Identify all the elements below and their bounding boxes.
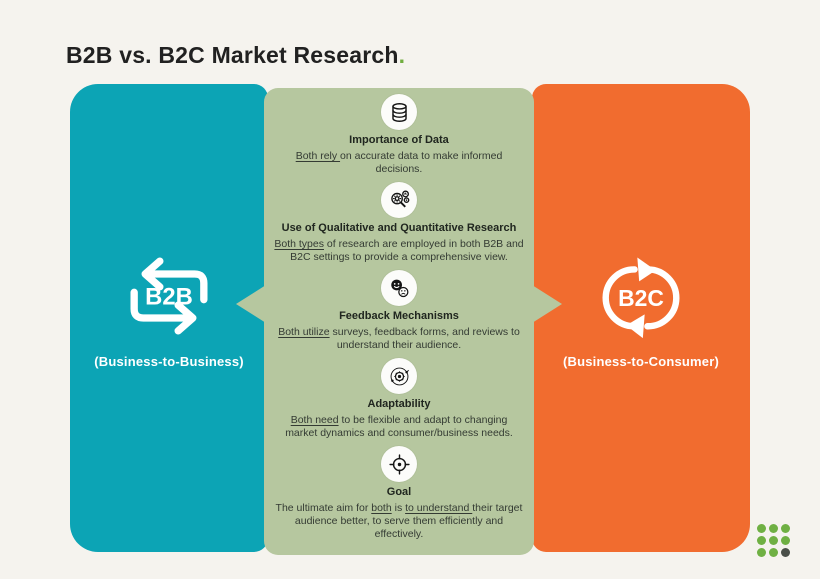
section-title: Feedback Mechanisms	[339, 310, 459, 322]
b2b-panel-content: B2B (Business-to-Business)	[70, 252, 268, 369]
right-arrow-point	[532, 285, 562, 323]
logo-dot	[757, 548, 766, 557]
section-importance-of-data: Importance of Data Both rely on accurate…	[274, 94, 524, 176]
section-adaptability: Adaptability Both need to be flexible an…	[274, 358, 524, 440]
icon-circle	[381, 182, 417, 218]
section-title: Adaptability	[367, 398, 431, 410]
section-body: Both rely on accurate data to make infor…	[274, 150, 524, 176]
feedback-faces-icon	[390, 279, 408, 297]
dots-grid-logo	[757, 524, 790, 557]
text-segment: Both utilize	[278, 326, 330, 338]
icon-circle	[381, 94, 417, 130]
logo-dot	[769, 548, 778, 557]
b2b-panel: B2B (Business-to-Business)	[70, 84, 268, 552]
adaptability-gear-orbit-icon	[390, 367, 409, 385]
section-goal: Goal The ultimate aim for both is to und…	[274, 446, 524, 541]
icon-circle	[381, 358, 417, 394]
b2c-panel: B2C (Business-to-Consumer)	[532, 84, 750, 552]
section-body: Both utilize surveys, feedback forms, an…	[274, 326, 524, 352]
section-title: Use of Qualitative and Quantitative Rese…	[281, 222, 517, 234]
logo-dot	[769, 536, 778, 545]
logo-dot	[769, 524, 778, 533]
b2c-panel-content: B2C (Business-to-Consumer)	[532, 252, 750, 369]
research-magnifier-gear-icon	[390, 190, 409, 208]
section-title: Importance of Data	[349, 134, 449, 146]
text-segment: to be flexible and adapt to changing mar…	[285, 414, 513, 439]
section-title: Goal	[386, 486, 412, 498]
text-segment: The ultimate aim for	[275, 502, 372, 514]
section-feedback-mechanisms: Feedback Mechanisms Both utilize surveys…	[274, 270, 524, 352]
logo-dot	[781, 524, 790, 533]
icon-circle	[381, 270, 417, 306]
text-segment: Both types	[274, 238, 324, 250]
text-segment: surveys, feedback forms, and reviews to …	[329, 326, 520, 351]
text-segment: on accurate data to make informed decisi…	[340, 150, 503, 175]
text-segment: of research are employed in both B2B and…	[290, 238, 524, 263]
page-title-period: .	[398, 42, 406, 68]
logo-dot	[757, 536, 766, 545]
database-icon	[391, 102, 407, 122]
page-title: B2B vs. B2C Market Research.	[66, 42, 405, 69]
left-arrow-point	[236, 285, 266, 323]
text-segment: Both rely	[295, 150, 341, 162]
section-body: The ultimate aim for both is to understa…	[274, 502, 524, 541]
b2c-circular-arrows-icon: B2C	[602, 257, 680, 339]
section-body: Both types of research are employed in b…	[274, 238, 524, 264]
logo-dot	[757, 524, 766, 533]
comparison-panel: Importance of Data Both rely on accurate…	[264, 88, 534, 555]
page-title-text: B2B vs. B2C Market Research	[66, 42, 399, 68]
b2c-label: (Business-to-Consumer)	[562, 354, 720, 369]
text-segment: to understand	[405, 502, 473, 514]
section-qual-quant-research: Use of Qualitative and Quantitative Rese…	[274, 182, 524, 264]
b2c-logo-text: B2C	[618, 285, 664, 311]
b2b-label: (Business-to-Business)	[94, 354, 244, 369]
logo-dot	[781, 536, 790, 545]
section-body: Both need to be flexible and adapt to ch…	[274, 414, 524, 440]
text-segment: Both need	[290, 414, 339, 426]
b2b-logo-text: B2B	[145, 283, 193, 310]
text-segment: both	[371, 502, 392, 514]
logo-dot-dark	[781, 548, 790, 557]
text-segment: is	[391, 502, 406, 514]
goal-target-icon	[388, 453, 410, 475]
b2b-cycle-arrows-icon: B2B	[130, 257, 208, 335]
text-segment: their target audience better, to serve t…	[294, 502, 523, 540]
icon-circle	[381, 446, 417, 482]
